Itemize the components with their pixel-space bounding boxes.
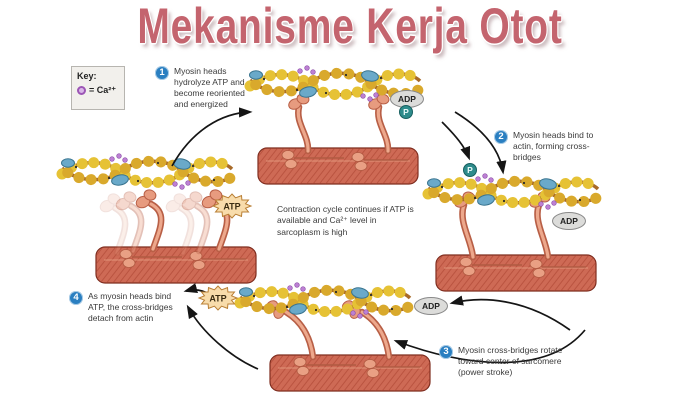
arrow-step2-to-step3 xyxy=(393,329,586,364)
sarcomere-diagram-step3 xyxy=(240,283,431,392)
arrow-adp-release xyxy=(449,295,571,331)
step-1-badge: 1 xyxy=(155,66,169,80)
arrow-phosphate-release xyxy=(441,121,471,161)
sarcomere-diagram-step2 xyxy=(428,174,599,292)
key-symbol-text: = Ca²⁺ xyxy=(89,85,117,95)
cycle-arrows xyxy=(171,107,586,370)
step-4-text: As myosin heads bind ATP, the cross-brid… xyxy=(88,291,173,323)
step-4-badge: 4 xyxy=(69,291,83,305)
sarcomere-diagram-step1 xyxy=(250,66,421,185)
atp-text: ATP xyxy=(209,294,226,304)
step-2-label: 2 Myosin heads bind to actin, forming cr… xyxy=(494,130,601,163)
step-2-text: Myosin heads bind to actin, forming cros… xyxy=(513,130,594,162)
key-title: Key: xyxy=(77,71,97,81)
phosphate-label-step1: P xyxy=(399,105,413,119)
key-box: Key: = Ca²⁺ xyxy=(71,66,125,110)
starburst-shape xyxy=(211,193,253,219)
step-1-text: Myosin heads hydrolyze ATP and become re… xyxy=(174,66,245,109)
key-row: = Ca²⁺ xyxy=(77,85,119,96)
arrow-step4-to-step1 xyxy=(171,107,253,167)
adp-label-step3: ADP xyxy=(414,297,448,315)
arrow-step3-to-step4 xyxy=(186,304,259,370)
step-1-label: 1 Myosin heads hydrolyze ATP and become … xyxy=(155,66,258,110)
adp-label-step2: ADP xyxy=(552,212,586,230)
step-4-label: 4 As myosin heads bind ATP, the cross-br… xyxy=(69,291,186,324)
phosphate-released-label: P xyxy=(463,163,477,177)
center-note: Contraction cycle continues if ATP is av… xyxy=(277,204,414,237)
step-3-badge: 3 xyxy=(439,345,453,359)
step-2-badge: 2 xyxy=(494,130,508,144)
starburst-shape xyxy=(197,285,239,311)
page-title: Mekanisme Kerja Otot xyxy=(137,0,563,54)
atp-starburst-step4-head: ATP xyxy=(211,193,253,219)
atp-starburst-cycle: ATP xyxy=(197,285,239,311)
step-3-text: Myosin cross-bridges rotate toward cente… xyxy=(458,345,563,377)
calcium-icon xyxy=(77,86,86,95)
arrow-step1-to-step2 xyxy=(454,111,507,175)
atp-text: ATP xyxy=(223,202,240,212)
step-3-label: 3 Myosin cross-bridges rotate toward cen… xyxy=(439,345,568,378)
